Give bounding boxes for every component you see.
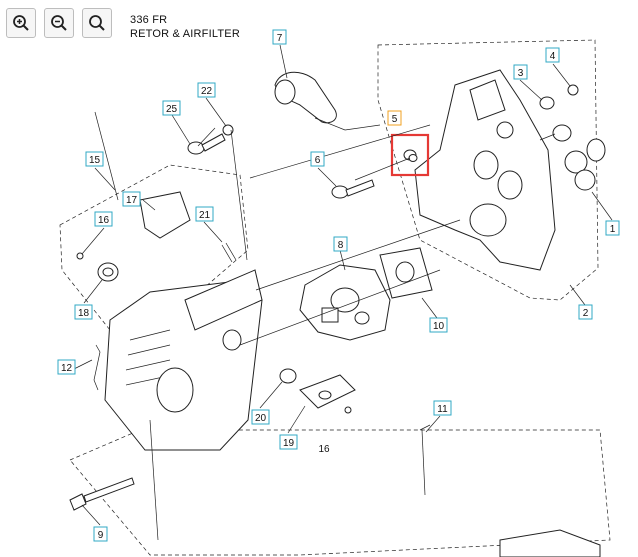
part-filter-housing — [104, 269, 263, 451]
svg-text:6: 6 — [315, 155, 321, 166]
svg-text:16: 16 — [98, 215, 110, 226]
callout-25[interactable]: 25 — [162, 100, 181, 116]
group-outline-lower — [69, 429, 611, 556]
diagram-title: 336 FR RETOR & AIRFILTER — [130, 13, 240, 41]
zoom-fit-icon — [89, 15, 105, 31]
callout-21[interactable]: 21 — [195, 206, 214, 222]
svg-text:10: 10 — [433, 321, 445, 332]
svg-text:9: 9 — [98, 530, 104, 541]
part-oring-20 — [279, 368, 297, 384]
svg-text:4: 4 — [550, 51, 556, 62]
part-elbow-tube — [274, 71, 337, 124]
callout-7[interactable]: 7 — [272, 29, 287, 45]
callout-16a[interactable]: 16 — [94, 211, 113, 227]
zoom-reset-button[interactable] — [82, 8, 112, 38]
assembly-lines — [94, 111, 556, 541]
callout-11[interactable]: 11 — [433, 400, 452, 416]
part-knob-18 — [97, 262, 119, 282]
svg-text:1: 1 — [610, 224, 616, 235]
zoom-out-icon — [51, 15, 67, 31]
zoom-in-icon — [13, 15, 29, 31]
zoom-in-button[interactable] — [6, 8, 36, 38]
svg-text:22: 22 — [201, 86, 213, 97]
highlight-box — [390, 133, 430, 177]
part-clip-12 — [93, 344, 101, 391]
part-pin-21 — [221, 242, 237, 263]
callout-4[interactable]: 4 — [545, 47, 560, 63]
svg-text:18: 18 — [78, 308, 90, 319]
svg-text:21: 21 — [199, 210, 211, 221]
callout-18[interactable]: 18 — [74, 304, 93, 320]
callout-1[interactable]: 1 — [605, 220, 620, 236]
svg-text:16: 16 — [318, 444, 330, 455]
part-nut — [567, 84, 579, 96]
svg-text:2: 2 — [583, 308, 589, 319]
part-carburetor — [299, 264, 391, 341]
zoom-toolbar — [6, 8, 112, 38]
svg-text:25: 25 — [166, 104, 178, 115]
part-screw-6 — [331, 179, 375, 199]
part-screw-16b — [344, 406, 352, 414]
part-washer-22 — [222, 124, 234, 136]
part-filter-cover-17 — [139, 191, 191, 239]
part-screw-25 — [187, 133, 226, 155]
svg-text:20: 20 — [255, 413, 267, 424]
part-sleeve-highlighted — [390, 133, 430, 177]
callout-2[interactable]: 2 — [578, 304, 593, 320]
callout-8[interactable]: 8 — [333, 236, 348, 252]
diagram-title-section: RETOR & AIRFILTER — [130, 28, 240, 40]
svg-text:7: 7 — [277, 33, 283, 44]
svg-text:17: 17 — [126, 195, 138, 206]
callout-22[interactable]: 22 — [197, 82, 216, 98]
part-bushing — [539, 96, 555, 110]
callout-leaders — [67, 44, 613, 526]
callout-3[interactable]: 3 — [513, 64, 528, 80]
part-cover-partial — [499, 529, 601, 557]
part-rod-11 — [419, 424, 431, 496]
part-bolt-9 — [69, 477, 135, 511]
callout-6[interactable]: 6 — [310, 151, 325, 167]
callout-10[interactable]: 10 — [429, 317, 448, 333]
callout-12[interactable]: 12 — [57, 359, 76, 375]
callout-19[interactable]: 19 — [279, 434, 298, 450]
zoom-out-button[interactable] — [44, 8, 74, 38]
callout-20[interactable]: 20 — [251, 409, 270, 425]
svg-text:8: 8 — [338, 240, 344, 251]
part-choke-19 — [299, 374, 356, 409]
svg-text:12: 12 — [61, 363, 73, 374]
svg-text:3: 3 — [518, 68, 524, 79]
callout-5[interactable]: 5 — [387, 110, 402, 126]
callout-16b[interactable]: 16 — [318, 444, 330, 455]
group-outline-2 — [377, 39, 599, 301]
part-carburetor-bracket — [414, 69, 556, 271]
callout-17[interactable]: 17 — [122, 191, 141, 207]
callout-15[interactable]: 15 — [85, 151, 104, 167]
svg-text:5: 5 — [392, 114, 398, 125]
svg-text:15: 15 — [89, 155, 101, 166]
diagram-title-model: 336 FR — [130, 14, 168, 26]
callout-9[interactable]: 9 — [93, 526, 108, 542]
part-gasket-10 — [379, 247, 433, 299]
group-outline-15 — [59, 164, 249, 331]
part-screw-16 — [76, 252, 84, 260]
part-gasket-set — [552, 124, 606, 191]
svg-text:19: 19 — [283, 438, 295, 449]
svg-text:11: 11 — [437, 404, 448, 415]
